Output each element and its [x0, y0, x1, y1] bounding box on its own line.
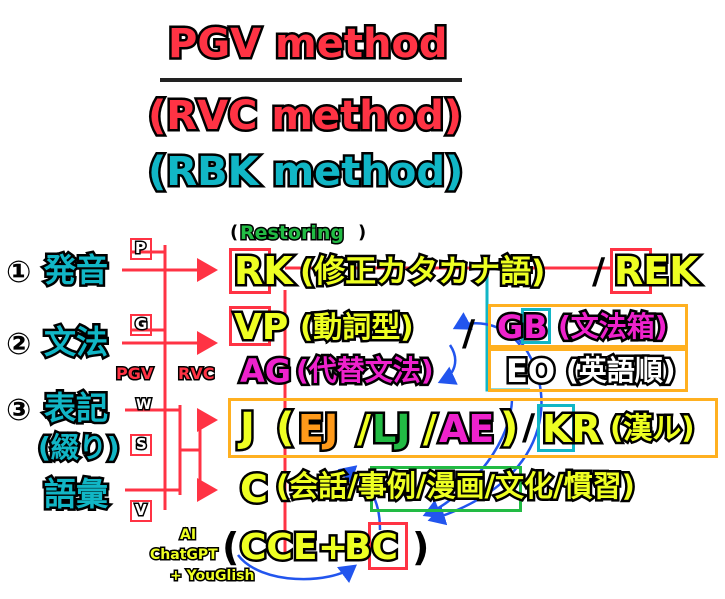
gb-code: GB	[495, 308, 551, 346]
tag-box-p	[130, 238, 152, 260]
c-code: C	[238, 467, 271, 511]
j-code: J	[238, 405, 258, 451]
label-spelling: (綴り)	[36, 431, 123, 464]
tag-pgv: PGV	[114, 364, 154, 383]
cce-paren-close: )	[412, 525, 430, 569]
eo-description: (英語順)	[564, 354, 679, 387]
eo-code: EO	[503, 352, 557, 390]
youglish-label: + YouGlish	[168, 568, 255, 585]
rk-slash: /	[592, 251, 606, 292]
tag-v: V	[134, 501, 149, 519]
gb-description: (文法箱)	[556, 310, 671, 343]
rk-r-box	[229, 248, 271, 294]
tag-p: P	[134, 239, 148, 257]
j-slash-1: /	[355, 407, 374, 451]
ej-code: EJ	[295, 407, 340, 451]
eo-box	[488, 348, 688, 392]
label-notation: 表記	[41, 389, 110, 427]
rek-code: REK	[612, 249, 702, 293]
lj-code: LJ	[369, 407, 412, 451]
kr-code: KR	[540, 407, 604, 451]
kr-description: (漢ル)	[608, 411, 697, 445]
tag-w: W	[134, 397, 153, 414]
cce-code: CCE	[237, 527, 319, 568]
label-pronunciation: 発音	[41, 251, 110, 289]
ag-code: AG	[237, 352, 293, 390]
label-vocabulary: 語彙	[41, 475, 110, 513]
tag-box-g	[130, 314, 152, 336]
vp-v-box	[229, 306, 271, 346]
grammar-slash: /	[462, 313, 476, 354]
num-3: ③	[6, 393, 32, 428]
cce-paren-open: (	[222, 525, 240, 569]
num-2: ②	[6, 327, 32, 362]
bc-c-box	[368, 522, 408, 570]
ae-code: AE	[436, 407, 496, 451]
j-paren-open: (	[273, 405, 296, 451]
tag-s: S	[135, 435, 149, 453]
vp-description: (動詞型)	[298, 310, 416, 344]
restoring-label: Restoring	[239, 222, 346, 244]
tag-box-s	[130, 434, 152, 456]
rk-description: (修正カタカナ語)	[297, 254, 547, 290]
bc-code: BC	[342, 527, 401, 568]
chatgpt-label: ChatGPT	[149, 547, 220, 564]
ai-label: AI	[178, 527, 197, 544]
c-description: (会話/事例/漫画/文化/慣習)	[274, 469, 638, 503]
rk-code: RK	[232, 249, 296, 293]
kr-slash: /	[522, 407, 536, 448]
tag-g: G	[133, 315, 148, 333]
restoring-paren-close: )	[358, 222, 367, 243]
kr-k-box	[537, 404, 575, 452]
red-connectors	[122, 245, 610, 560]
label-grammar: 文法	[41, 323, 110, 361]
title-alt1: (RVC method)	[145, 93, 464, 139]
j-paren-close: )	[497, 405, 520, 451]
gb-b-box	[521, 308, 551, 344]
ag-description: (代替文法)	[294, 354, 437, 387]
j-slash-2: /	[421, 407, 440, 451]
vp-code: VP	[231, 307, 290, 348]
j-box	[228, 398, 718, 458]
rek-r-box	[610, 248, 652, 294]
tag-rvc: RVC	[176, 364, 215, 383]
num-1: ①	[6, 255, 32, 290]
title-alt2: (RBK method)	[145, 149, 465, 195]
tag-box-v	[130, 500, 152, 522]
title-main: PGV method	[166, 21, 451, 67]
c-green-box	[370, 466, 522, 512]
gb-box	[488, 304, 688, 348]
cce-plus: +	[315, 527, 350, 568]
restoring-paren-open: (	[230, 222, 239, 243]
